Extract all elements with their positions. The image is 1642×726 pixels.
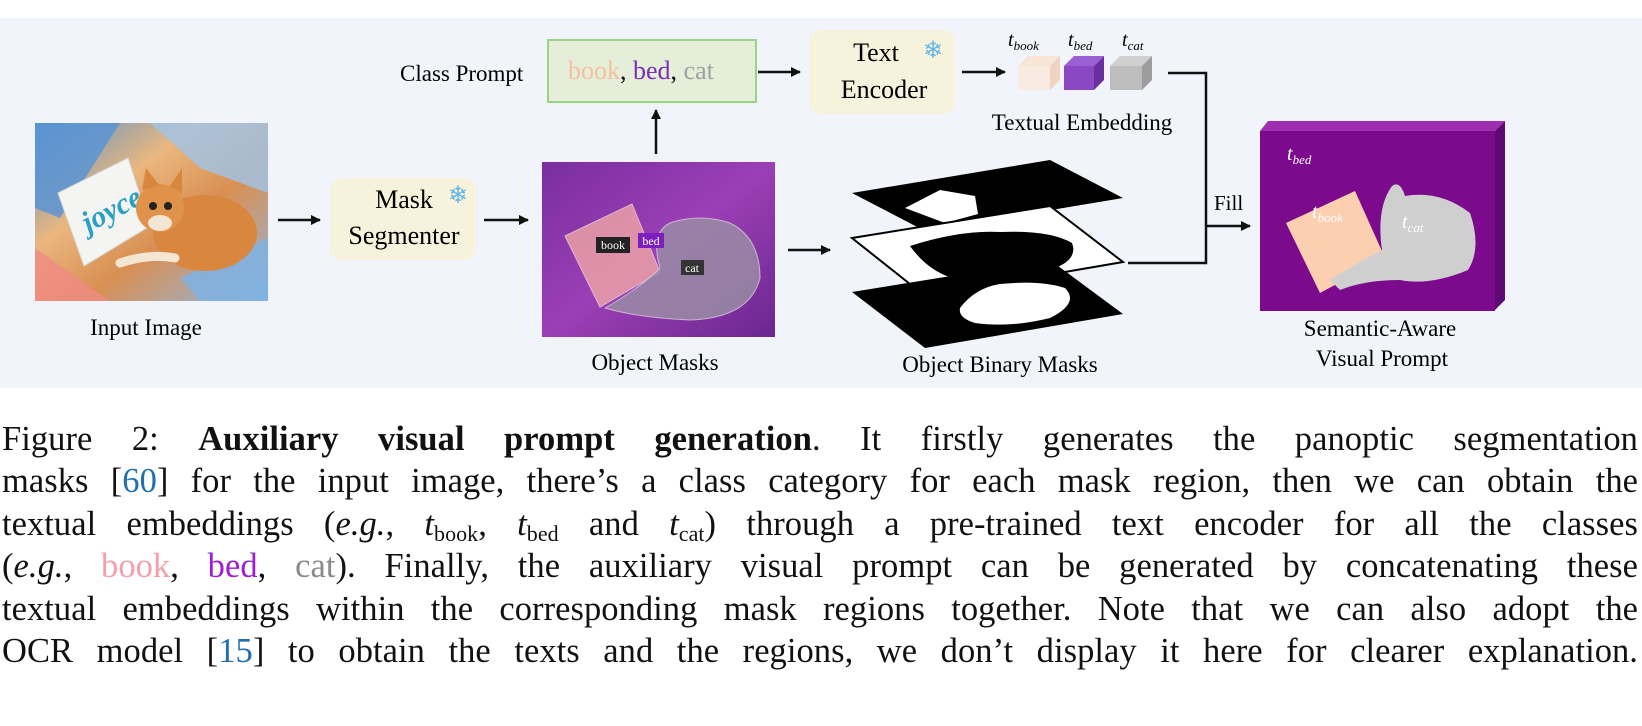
- embedding-label-cat: tcat: [1122, 29, 1144, 53]
- embedding-cat: [1110, 56, 1152, 90]
- mask-tag-bed: [638, 233, 664, 248]
- object-masks-label: Object Masks: [591, 350, 718, 375]
- mask-tag-cat: [681, 260, 704, 275]
- mask-segmenter-box: [330, 178, 476, 260]
- citation-60[interactable]: 60: [122, 462, 157, 501]
- embedding-connector: [1168, 71, 1208, 226]
- binary-mask-cat: [852, 260, 1123, 348]
- embedding-label-book: tbook: [1008, 29, 1039, 53]
- semantic-aware-visual-prompt: [1260, 121, 1505, 311]
- caption-title: Auxiliary visual prompt generation: [198, 420, 812, 458]
- class-prompt-label: Class Prompt: [400, 61, 524, 86]
- text-encoder-line1: Text: [853, 38, 900, 67]
- caption-line-4: (e.g., book, bed, cat). Finally, the aux…: [2, 547, 1638, 586]
- snowflake-icon: ❄: [448, 183, 468, 209]
- prompt-label-cat: tcat: [1402, 211, 1424, 235]
- binary-mask-connector: [1128, 226, 1208, 265]
- visual-prompt-label-line2: Visual Prompt: [1316, 346, 1449, 371]
- textual-embedding-label: Textual Embedding: [992, 110, 1173, 135]
- fill-label: Fill: [1214, 191, 1243, 215]
- svg-text:book: book: [601, 238, 625, 252]
- prompt-label-bed: tbed: [1287, 143, 1312, 167]
- class-prompt-words: book, bed, cat: [568, 56, 715, 85]
- class-prompt-box: [547, 39, 757, 103]
- snowflake-icon-encoder: ❄: [923, 38, 943, 64]
- embedding-book: [1018, 56, 1060, 90]
- citation-15[interactable]: 15: [218, 632, 253, 671]
- caption-line-6: OCR model [15] to obtain the texts and t…: [2, 632, 1638, 671]
- figure-caption: Figure 2: Auxiliary visual prompt genera…: [2, 418, 1638, 672]
- text-encoder-box: [809, 30, 955, 114]
- svg-text:bed: bed: [642, 234, 659, 248]
- caption-line-3: textual embeddings (e.g., tbook, tbed an…: [2, 504, 1638, 546]
- prompt-label-book: tbook: [1312, 201, 1343, 225]
- svg-text:cat: cat: [685, 261, 700, 275]
- mask-segmenter-line1: Mask: [375, 185, 433, 214]
- text-encoder-line2: Encoder: [841, 75, 928, 104]
- caption-word-bed: bed: [207, 547, 258, 586]
- caption-word-book: book: [101, 547, 171, 586]
- visual-prompt-label-line1: Semantic-Aware: [1304, 316, 1456, 341]
- caption-word-cat: cat: [295, 547, 336, 586]
- caption-line-1: Figure 2: Auxiliary visual prompt genera…: [2, 420, 1638, 458]
- pipeline-figure: joyce Input Image Mask Segmenter ❄ book …: [0, 18, 1642, 388]
- caption-line-5: textual embeddings within the correspond…: [2, 589, 1638, 628]
- mask-segmenter-line2: Segmenter: [348, 221, 460, 250]
- object-binary-masks-label: Object Binary Masks: [902, 352, 1098, 377]
- caption-line-2: masks [60] for the input image, there’s …: [2, 462, 1638, 501]
- mask-tag-book: [596, 237, 630, 253]
- embedding-bed: [1064, 56, 1104, 90]
- embedding-label-bed: tbed: [1068, 29, 1093, 53]
- object-masks-image: book bed cat: [542, 162, 775, 337]
- binary-mask-book: [852, 160, 1123, 231]
- input-image: joyce: [35, 123, 268, 301]
- input-image-label: Input Image: [90, 315, 202, 340]
